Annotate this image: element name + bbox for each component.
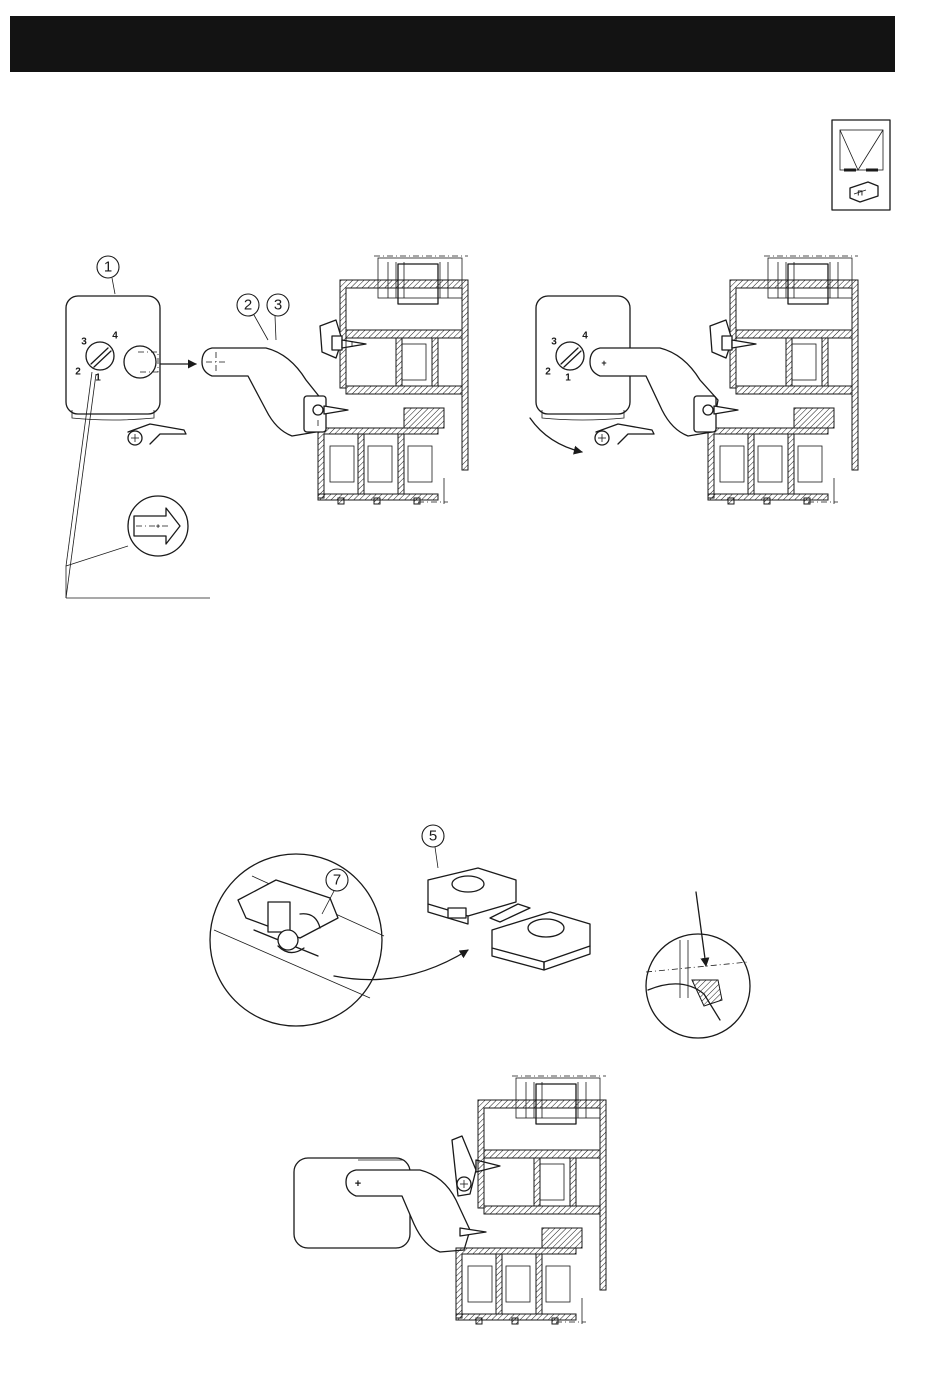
callout-2-label: 2	[244, 297, 252, 314]
screw-lower-step1	[304, 396, 348, 432]
keeper-detail-circle	[210, 854, 384, 1026]
svg-text:+: +	[601, 358, 606, 368]
callout-7-label: 7	[333, 872, 341, 889]
window-profile-step2	[708, 256, 858, 504]
window-opening-type-icon: ⊓	[832, 120, 890, 210]
screw-lower-step2	[694, 396, 738, 432]
svg-text:+: +	[156, 524, 160, 531]
window-profile-final	[456, 1076, 606, 1324]
handle-assembly-step2: 3 4 2 1 +	[530, 296, 718, 452]
svg-text:⊓: ⊓	[857, 189, 863, 198]
dial-label-4: 4	[112, 331, 118, 342]
dial-label-2: 2	[75, 367, 81, 378]
alignment-detail-circle	[646, 892, 750, 1038]
window-profile-step1	[318, 256, 468, 504]
keeper-part	[428, 868, 590, 970]
dial-label-3: 3	[81, 337, 87, 348]
callout-5-label: 5	[429, 828, 437, 845]
svg-text:1: 1	[565, 373, 571, 384]
final-assembly: +	[294, 1136, 500, 1252]
handle-icon: ⊓	[850, 182, 878, 202]
svg-text:+: +	[355, 1178, 361, 1190]
svg-text:4: 4	[582, 331, 588, 342]
svg-text:2: 2	[545, 367, 551, 378]
callout-3-label: 3	[274, 297, 282, 314]
svg-text:3: 3	[551, 337, 557, 348]
callout-1-label: 1	[104, 259, 112, 276]
